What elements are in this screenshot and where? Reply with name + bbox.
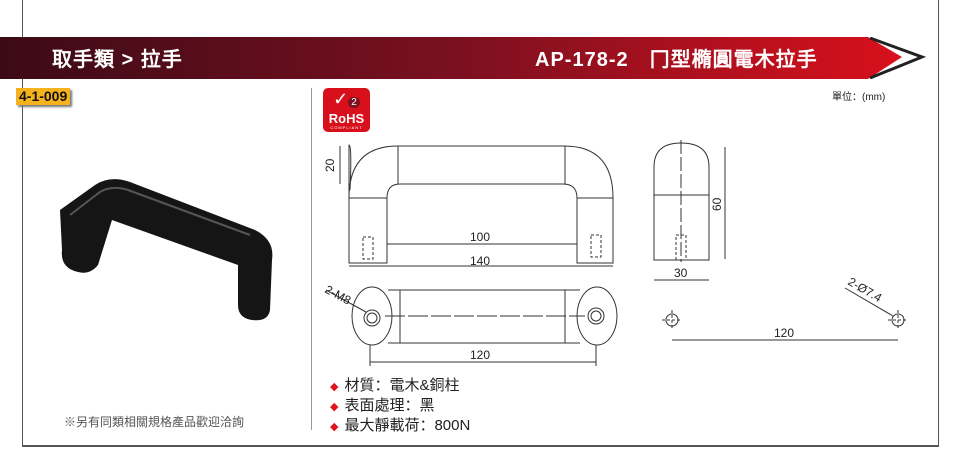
top-view	[325, 286, 618, 366]
dim-cutout-spacing: 120	[774, 326, 794, 340]
unit-label: 單位：(mm)	[832, 92, 886, 103]
category-breadcrumb: 取手類 > 拉手	[52, 49, 183, 71]
diamond-icon: ◆	[330, 421, 339, 433]
dim-height: 20	[323, 158, 337, 172]
side-view	[653, 140, 726, 281]
diamond-icon: ◆	[330, 381, 339, 393]
diamond-icon: ◆	[330, 401, 339, 413]
dim-thread: 2-M8	[323, 282, 354, 307]
rohs-logo: ✓2 RoHS COMPLIANT	[323, 88, 370, 132]
rohs-subtext: COMPLIANT	[330, 125, 363, 130]
divider	[311, 88, 312, 430]
rohs-text: RoHS	[328, 111, 365, 126]
header-banner	[0, 37, 927, 79]
inquiry-note: ※另有同類相關規格產品歡迎洽詢	[64, 415, 245, 429]
spec-load: ◆最大靜載荷：800N	[330, 417, 471, 434]
front-view	[339, 144, 614, 267]
page-title: AP-178-2 冂型橢圓電木拉手	[535, 49, 818, 71]
dim-inner-width: 100	[470, 230, 490, 244]
cutout-view	[662, 287, 908, 341]
frame-left	[22, 0, 23, 446]
arrow-icon	[869, 37, 927, 79]
dim-side-height: 60	[710, 197, 724, 211]
frame-right	[938, 0, 939, 446]
dim-hole-diameter: 2-Ø7.4	[846, 274, 885, 305]
product-code-badge: 4-1-009	[16, 88, 71, 105]
spec-finish: ◆表面處理：黑	[330, 397, 435, 414]
spec-material: ◆材質：電木&銅柱	[330, 377, 460, 394]
checkmark-icon: ✓2	[323, 90, 370, 112]
dim-side-width: 30	[674, 266, 688, 280]
dim-hole-spacing: 120	[470, 348, 490, 362]
product-photo	[60, 179, 273, 321]
frame-bottom	[22, 445, 939, 447]
dim-outer-width: 140	[470, 254, 490, 268]
